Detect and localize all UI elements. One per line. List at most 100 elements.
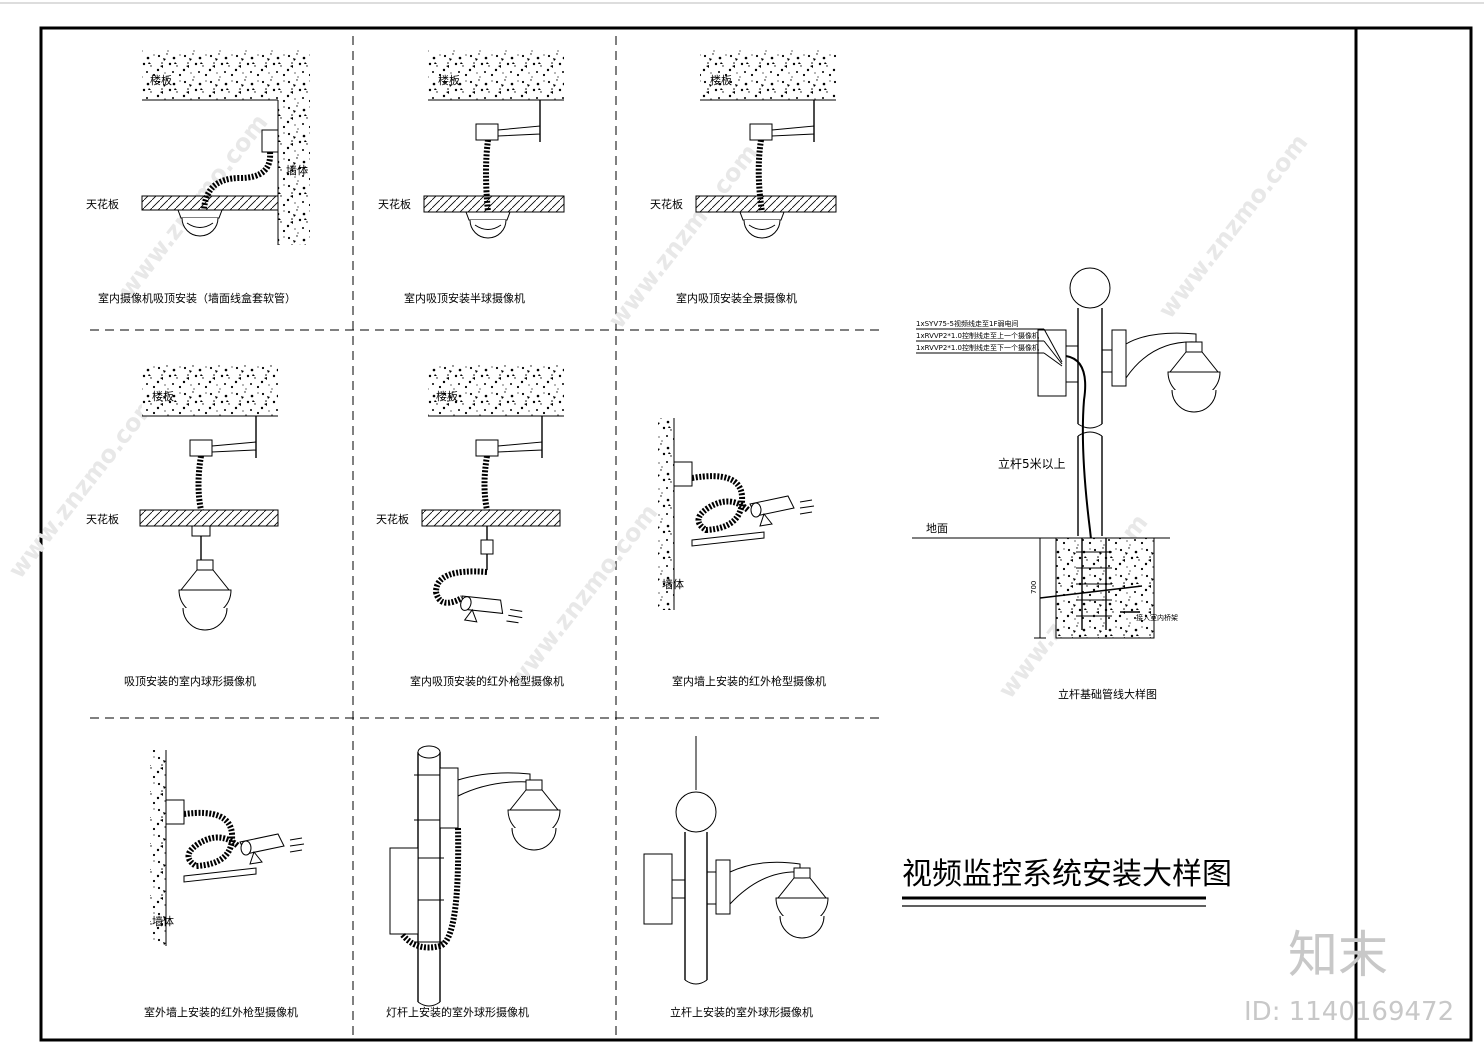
ceiling-board (421, 509, 561, 527)
bracket (497, 441, 543, 453)
pole-box (439, 767, 459, 829)
pole-lower (1077, 436, 1103, 536)
flex-conduit (201, 151, 274, 211)
bracket (771, 125, 815, 137)
conduit-note: 接入室内桥架 (1136, 613, 1178, 622)
panel-9: 立杆上安装的室外球形摄像机 (643, 736, 829, 1019)
panel-4: 楼板 天花板 吸顶安装的室内球形摄像机 (86, 364, 279, 688)
slab-label: 楼板 (150, 73, 172, 87)
svg-text:www.znzmo.com: www.znzmo.com (503, 499, 664, 694)
flex-conduit (195, 455, 204, 511)
slab-label: 楼板 (710, 73, 732, 87)
caption-1: 室内摄像机吸顶安装（墙面线盒套软管） (98, 291, 296, 305)
wall-label: 墙体 (286, 163, 308, 177)
flex-conduit-coil (432, 568, 488, 606)
junction-box (261, 129, 279, 153)
wall-label: 墙体 (152, 914, 174, 928)
ball-camera (775, 867, 829, 939)
dome-camera (739, 211, 785, 239)
ceiling-board (141, 195, 279, 211)
panel-7: 墙体 室外墙上安装的红外枪型摄像机 (144, 750, 305, 1019)
flex-conduit (755, 139, 765, 213)
control-box (389, 847, 419, 935)
caption-2: 室内吸顶安装半球摄像机 (404, 291, 525, 305)
conduit (1039, 585, 1143, 599)
lamp-pole (417, 752, 441, 1002)
slab-label: 楼板 (438, 73, 460, 87)
control-box (643, 853, 673, 925)
caption-3: 室内吸顶安装全景摄像机 (676, 291, 797, 305)
panel-6: 墙体 室内墙上安装的红外枪型摄像机 (658, 418, 826, 688)
slab-label: 楼板 (436, 389, 458, 403)
cable-label-3: 1xRVVP2*1.0控制线走至下一个摄像机 (916, 343, 1039, 352)
slab-concrete (700, 50, 836, 100)
brand-logo-watermark: 知末 (1288, 926, 1388, 984)
slab-concrete (428, 364, 564, 416)
ceiling-board (695, 195, 837, 213)
slab-concrete (142, 50, 310, 100)
ball-camera (507, 779, 561, 851)
ball-camera (1167, 341, 1221, 413)
junction-box (475, 123, 499, 141)
bracket (497, 125, 541, 137)
arm-bracket (457, 772, 531, 797)
bracket (211, 441, 257, 453)
pole-top-ball (1069, 267, 1111, 309)
wall-bracket (691, 531, 765, 547)
slab-concrete (142, 364, 278, 416)
cable-label-2: 1xRVVP2*1.0控制线走至上一个摄像机 (916, 331, 1039, 340)
ceiling-label: 天花板 (378, 197, 411, 211)
image-id-watermark: ID: 1140169472 (1244, 997, 1454, 1027)
cable-label-1: 1xSYV75-5视频线走至1F弱电间 (916, 319, 1018, 328)
svg-text:www.znzmo.com: www.znzmo.com (1153, 129, 1314, 324)
drawing-title: 视频监控系统安装大样图 (902, 857, 1232, 892)
ceiling-label: 天花板 (86, 512, 119, 526)
pole-foundation-detail: 1xSYV75-5视频线走至1F弱电间 1xRVVP2*1.0控制线走至上一个摄… (912, 267, 1221, 701)
wall-concrete (658, 418, 674, 610)
wall-bracket (183, 867, 257, 883)
junction-box (475, 439, 499, 457)
flex-conduit (483, 139, 491, 213)
ceiling-board (139, 509, 279, 527)
flex-conduit-coil (183, 809, 240, 870)
junction-box (189, 439, 213, 457)
panel-8: 灯杆上安装的室外球形摄像机 (386, 745, 561, 1019)
gun-camera (239, 833, 305, 865)
junction-box (673, 461, 693, 487)
panel-3: 楼板 天花板 室内吸顶安装全景摄像机 (650, 50, 837, 305)
foundation-block (1055, 537, 1155, 639)
caption-8: 灯杆上安装的室外球形摄像机 (386, 1005, 529, 1019)
dome-camera (465, 211, 511, 239)
depth-dimension: 700 (1030, 581, 1038, 594)
caption-4: 吸顶安装的室内球形摄像机 (124, 674, 256, 688)
pole-height-label: 立杆5米以上 (998, 456, 1066, 471)
pole-upper (1077, 308, 1103, 424)
svg-text:www.znzmo.com: www.znzmo.com (3, 389, 164, 584)
junction-box (749, 123, 773, 141)
flex-conduit (399, 827, 462, 951)
ceiling-board (423, 195, 565, 213)
gun-camera (749, 495, 815, 527)
pole-top-ball (675, 791, 717, 833)
ceiling-label: 天花板 (376, 512, 409, 526)
wall-label: 墙体 (662, 577, 684, 591)
pole-detail-caption: 立杆基础管线大样图 (1058, 687, 1157, 701)
mast-pole (684, 832, 708, 980)
outer-frame (39, 26, 1473, 1042)
flex-conduit-coil (691, 473, 750, 534)
caption-7: 室外墙上安装的红外枪型摄像机 (144, 1005, 298, 1019)
title-block: 视频监控系统安装大样图 (902, 857, 1232, 907)
caption-6: 室内墙上安装的红外枪型摄像机 (672, 674, 826, 688)
ceiling-label: 天花板 (86, 197, 119, 211)
panel-2: 楼板 天花板 室内吸顶安装半球摄像机 (378, 50, 565, 305)
ball-camera (178, 559, 232, 631)
wall-concrete (278, 100, 310, 245)
panel-1: 楼板 墙体 天花板 室内摄像机吸顶安装（墙面线盒套软管） (86, 50, 310, 305)
ground-label: 地面 (926, 522, 948, 535)
slab-label: 楼板 (152, 389, 174, 403)
flex-conduit (481, 455, 490, 511)
caption-5: 室内吸顶安装的红外枪型摄像机 (410, 674, 564, 688)
gun-camera (454, 587, 526, 638)
caption-9: 立杆上安装的室外球形摄像机 (670, 1005, 813, 1019)
